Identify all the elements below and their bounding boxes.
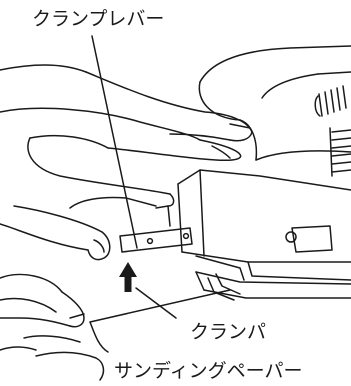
sanding-paper-label: サンディングペーパー [114,360,303,382]
grille [329,127,351,177]
clamp-lever [119,205,193,253]
sander-body [177,45,351,281]
upper-hand [0,64,253,261]
clamp-label: クランパ [190,321,267,343]
leader-lines [89,35,231,353]
up-arrow [119,262,137,292]
clamp-lever-label: クランプレバー [32,8,165,30]
lower-hand [0,273,105,381]
vent-slots [314,85,347,117]
